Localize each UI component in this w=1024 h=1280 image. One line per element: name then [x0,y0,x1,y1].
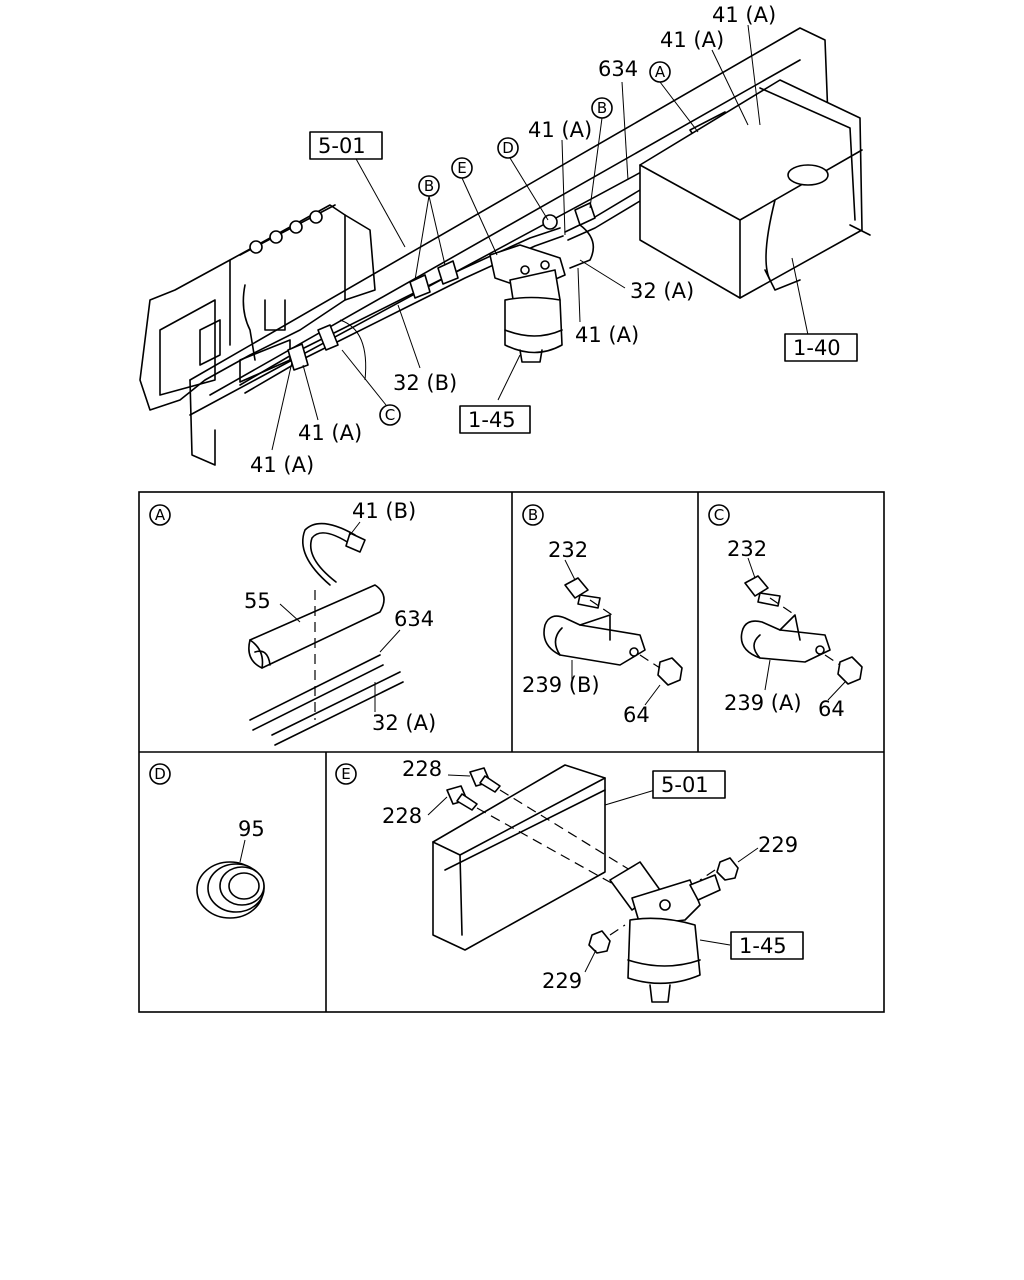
ref-box-filter: 1-45 [459,405,531,434]
nut-64-b [657,657,683,686]
svg-text:B: B [597,99,607,117]
label-228-1: 228 [402,757,442,781]
bolt-232-b [564,577,601,609]
label-634: 634 [598,57,638,81]
engine-block [139,204,376,411]
detail-panel-d: D 95 [149,763,265,919]
bolt-228-2 [446,785,478,811]
circle-e-marker: E [451,157,473,179]
detail-panel-b: B 232 239 (B) 64 [522,504,683,727]
label-229-1: 229 [758,833,798,857]
panel-b-key: B [522,504,544,526]
sleeve-55 [248,584,385,669]
svg-text:B: B [528,506,538,524]
svg-text:B: B [424,177,434,195]
svg-text:5-01: 5-01 [318,134,366,158]
label-41a-left2: 41 (A) [250,453,314,477]
ref-box-tank: 1-40 [784,333,858,362]
svg-text:D: D [502,139,514,157]
circle-b-marker: B [591,97,613,119]
circle-a-marker: A [649,61,671,83]
label-95: 95 [238,817,265,841]
bolt-228-1 [469,767,501,793]
bolt-232-c [744,575,781,607]
frame-section [432,764,606,951]
label-32a-detail: 32 (A) [372,711,436,735]
detail-panel-e: E [335,757,804,1003]
filter-bowl [627,917,701,1003]
nut-64-c [837,656,863,685]
circle-b-marker-2: B [418,175,440,197]
label-64-b: 64 [623,703,650,727]
bracket-239b [543,614,646,666]
svg-text:C: C [385,406,395,424]
circle-d-marker: D [497,137,519,159]
label-228-2: 228 [382,804,422,828]
main-illustration: 41 (A) 41 (A) 634 41 (A) 32 (A) 41 (A) 3… [139,3,871,477]
detail-grid [138,491,885,1013]
svg-text:1-45: 1-45 [468,408,516,432]
svg-text:1-40: 1-40 [793,336,841,360]
panel-e-key: E [335,763,357,785]
filter-head-bracket [609,861,721,926]
svg-text:D: D [154,765,166,783]
label-41a-mid: 41 (A) [528,118,592,142]
svg-text:A: A [155,506,166,524]
ref-box-frame-detail: 5-01 [652,770,726,799]
svg-text:E: E [457,159,466,177]
panel-d-key: D [149,763,171,785]
nut-229-1 [716,857,739,881]
fuel-tank [639,79,871,299]
main-leaders [271,24,809,451]
label-41a-left1: 41 (A) [298,421,362,445]
label-232-b: 232 [548,538,588,562]
ref-box-filter-detail: 1-45 [730,931,804,960]
svg-text:E: E [341,765,350,783]
nut-229-2 [588,930,611,954]
label-32b: 32 (B) [393,371,457,395]
label-239a: 239 (A) [724,691,802,715]
label-55: 55 [244,589,271,613]
svg-text:A: A [655,63,666,81]
panel-c-key: C [708,504,730,526]
label-32a: 32 (A) [630,279,694,303]
panel-a-key: A [149,504,171,526]
grommet-95 [196,861,265,919]
label-634-detail: 634 [394,607,434,631]
fuel-filter [489,244,566,363]
bracket-239a [740,614,831,663]
label-232-c: 232 [727,537,767,561]
band-clamp-41b [301,522,366,586]
label-41a-right: 41 (A) [575,323,639,347]
pipe-32a [249,654,404,746]
label-229-2: 229 [542,969,582,993]
detail-panel-a: A 41 (B) 55 634 32 (A) [149,499,436,746]
ref-box-frame: 5-01 [309,131,383,160]
circle-c-marker: C [379,404,401,426]
label-41b: 41 (B) [352,499,416,523]
svg-text:C: C [714,506,724,524]
svg-text:1-45: 1-45 [739,934,787,958]
label-239b: 239 (B) [522,673,600,697]
label-41a-top2: 41 (A) [660,28,724,52]
svg-text:5-01: 5-01 [661,773,709,797]
label-64-c: 64 [818,697,845,721]
detail-panel-c: C 232 239 (A) 64 [708,504,863,721]
label-41a-top1: 41 (A) [712,3,776,27]
